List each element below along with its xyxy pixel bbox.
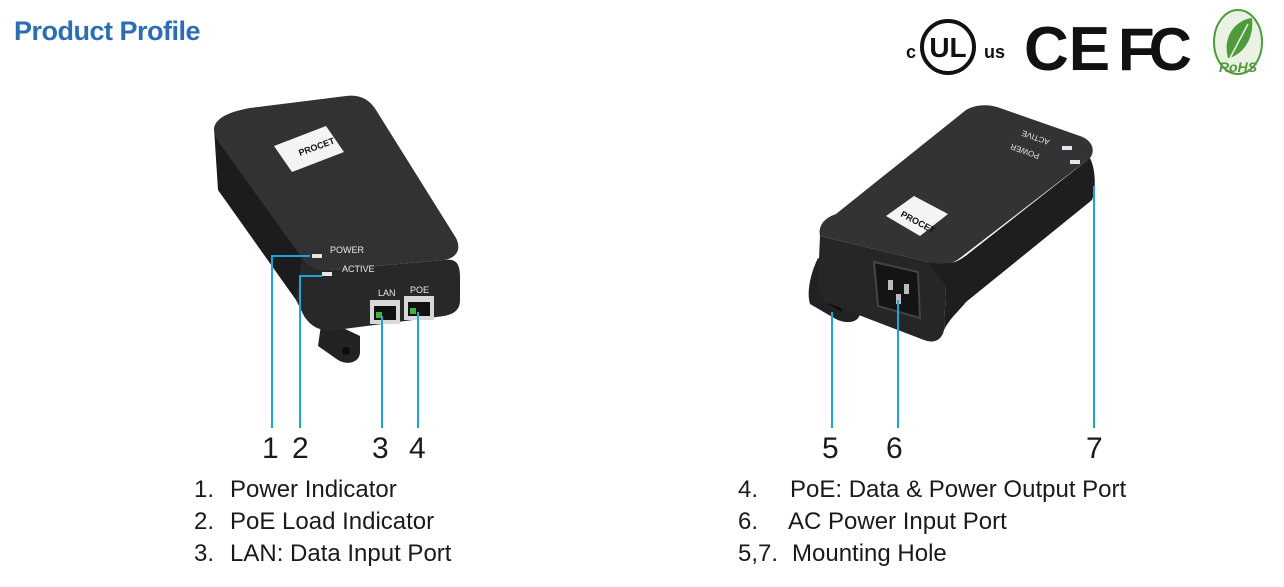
- page-title: Product Profile: [14, 16, 201, 46]
- legend-item-number: 2.: [194, 508, 215, 535]
- callout-lines-left: [271, 255, 419, 428]
- legend-item: 3. LAN: Data Input Port: [194, 538, 451, 570]
- legend-item-text: PoE: Data & Power Output Port: [790, 476, 1127, 503]
- legend-item-text: LAN: Data Input Port: [230, 540, 452, 567]
- legend-item-number: 4.: [738, 476, 759, 503]
- cert-ul: UL: [929, 32, 966, 63]
- rohs-mark: RoHS: [1213, 9, 1263, 75]
- legend-item-text: Mounting Hole: [792, 540, 947, 567]
- callout-number-1: 1: [262, 432, 279, 465]
- callout-number-2: 2: [292, 432, 309, 465]
- ce-mark: CE: [1024, 15, 1110, 78]
- callout-number-3: 3: [372, 432, 389, 465]
- certification-marks: c UL us CE FC RoHS: [906, 9, 1263, 78]
- device-front-view: PROCET POWER ACTIVE LAN POE: [214, 95, 460, 363]
- legend-item: 4. PoE: Data & Power Output Port: [738, 474, 1126, 506]
- cert-c: c: [906, 42, 916, 62]
- legend-item-number: 3.: [194, 540, 215, 567]
- led-label-active: ACTIVE: [342, 264, 375, 274]
- legend-item-number: 5,7.: [738, 540, 779, 567]
- port-label-lan: LAN: [378, 288, 396, 298]
- legend-right: 4. PoE: Data & Power Output Port 6. AC Pow…: [738, 474, 1126, 570]
- callout-number-5: 5: [822, 432, 839, 465]
- cul-us-mark: c UL us: [906, 19, 1005, 75]
- callout-number-4: 4: [409, 432, 426, 465]
- legend-item-text: PoE Load Indicator: [230, 508, 435, 535]
- legend-item-number: 6.: [738, 508, 759, 535]
- legend-item-text: AC Power Input Port: [788, 508, 1007, 535]
- callout-number-7: 7: [1086, 432, 1103, 465]
- legend-left: 1. Power Indicator 2. PoE Load Indicator 3…: [194, 474, 451, 570]
- port-label-poe: POE: [410, 285, 429, 295]
- callout-number-6: 6: [886, 432, 903, 465]
- cert-rohs: RoHS: [1219, 59, 1258, 75]
- legend-item-text: Power Indicator: [230, 476, 397, 503]
- legend-item: 2. PoE Load Indicator: [194, 506, 451, 538]
- legend-item-number: 1.: [194, 476, 215, 503]
- cert-us: us: [984, 42, 1005, 62]
- device-rear-view: PROCET ACTIVE POWER: [808, 105, 1095, 342]
- led-label-power: POWER: [330, 245, 365, 255]
- legend-item: 5,7. Mounting Hole: [738, 538, 1126, 570]
- legend-item: 1. Power Indicator: [194, 474, 451, 506]
- fcc-mark: FC: [1118, 16, 1191, 78]
- callout-lines-right: [831, 186, 1095, 428]
- legend-item: 6. AC Power Input Port: [738, 506, 1126, 538]
